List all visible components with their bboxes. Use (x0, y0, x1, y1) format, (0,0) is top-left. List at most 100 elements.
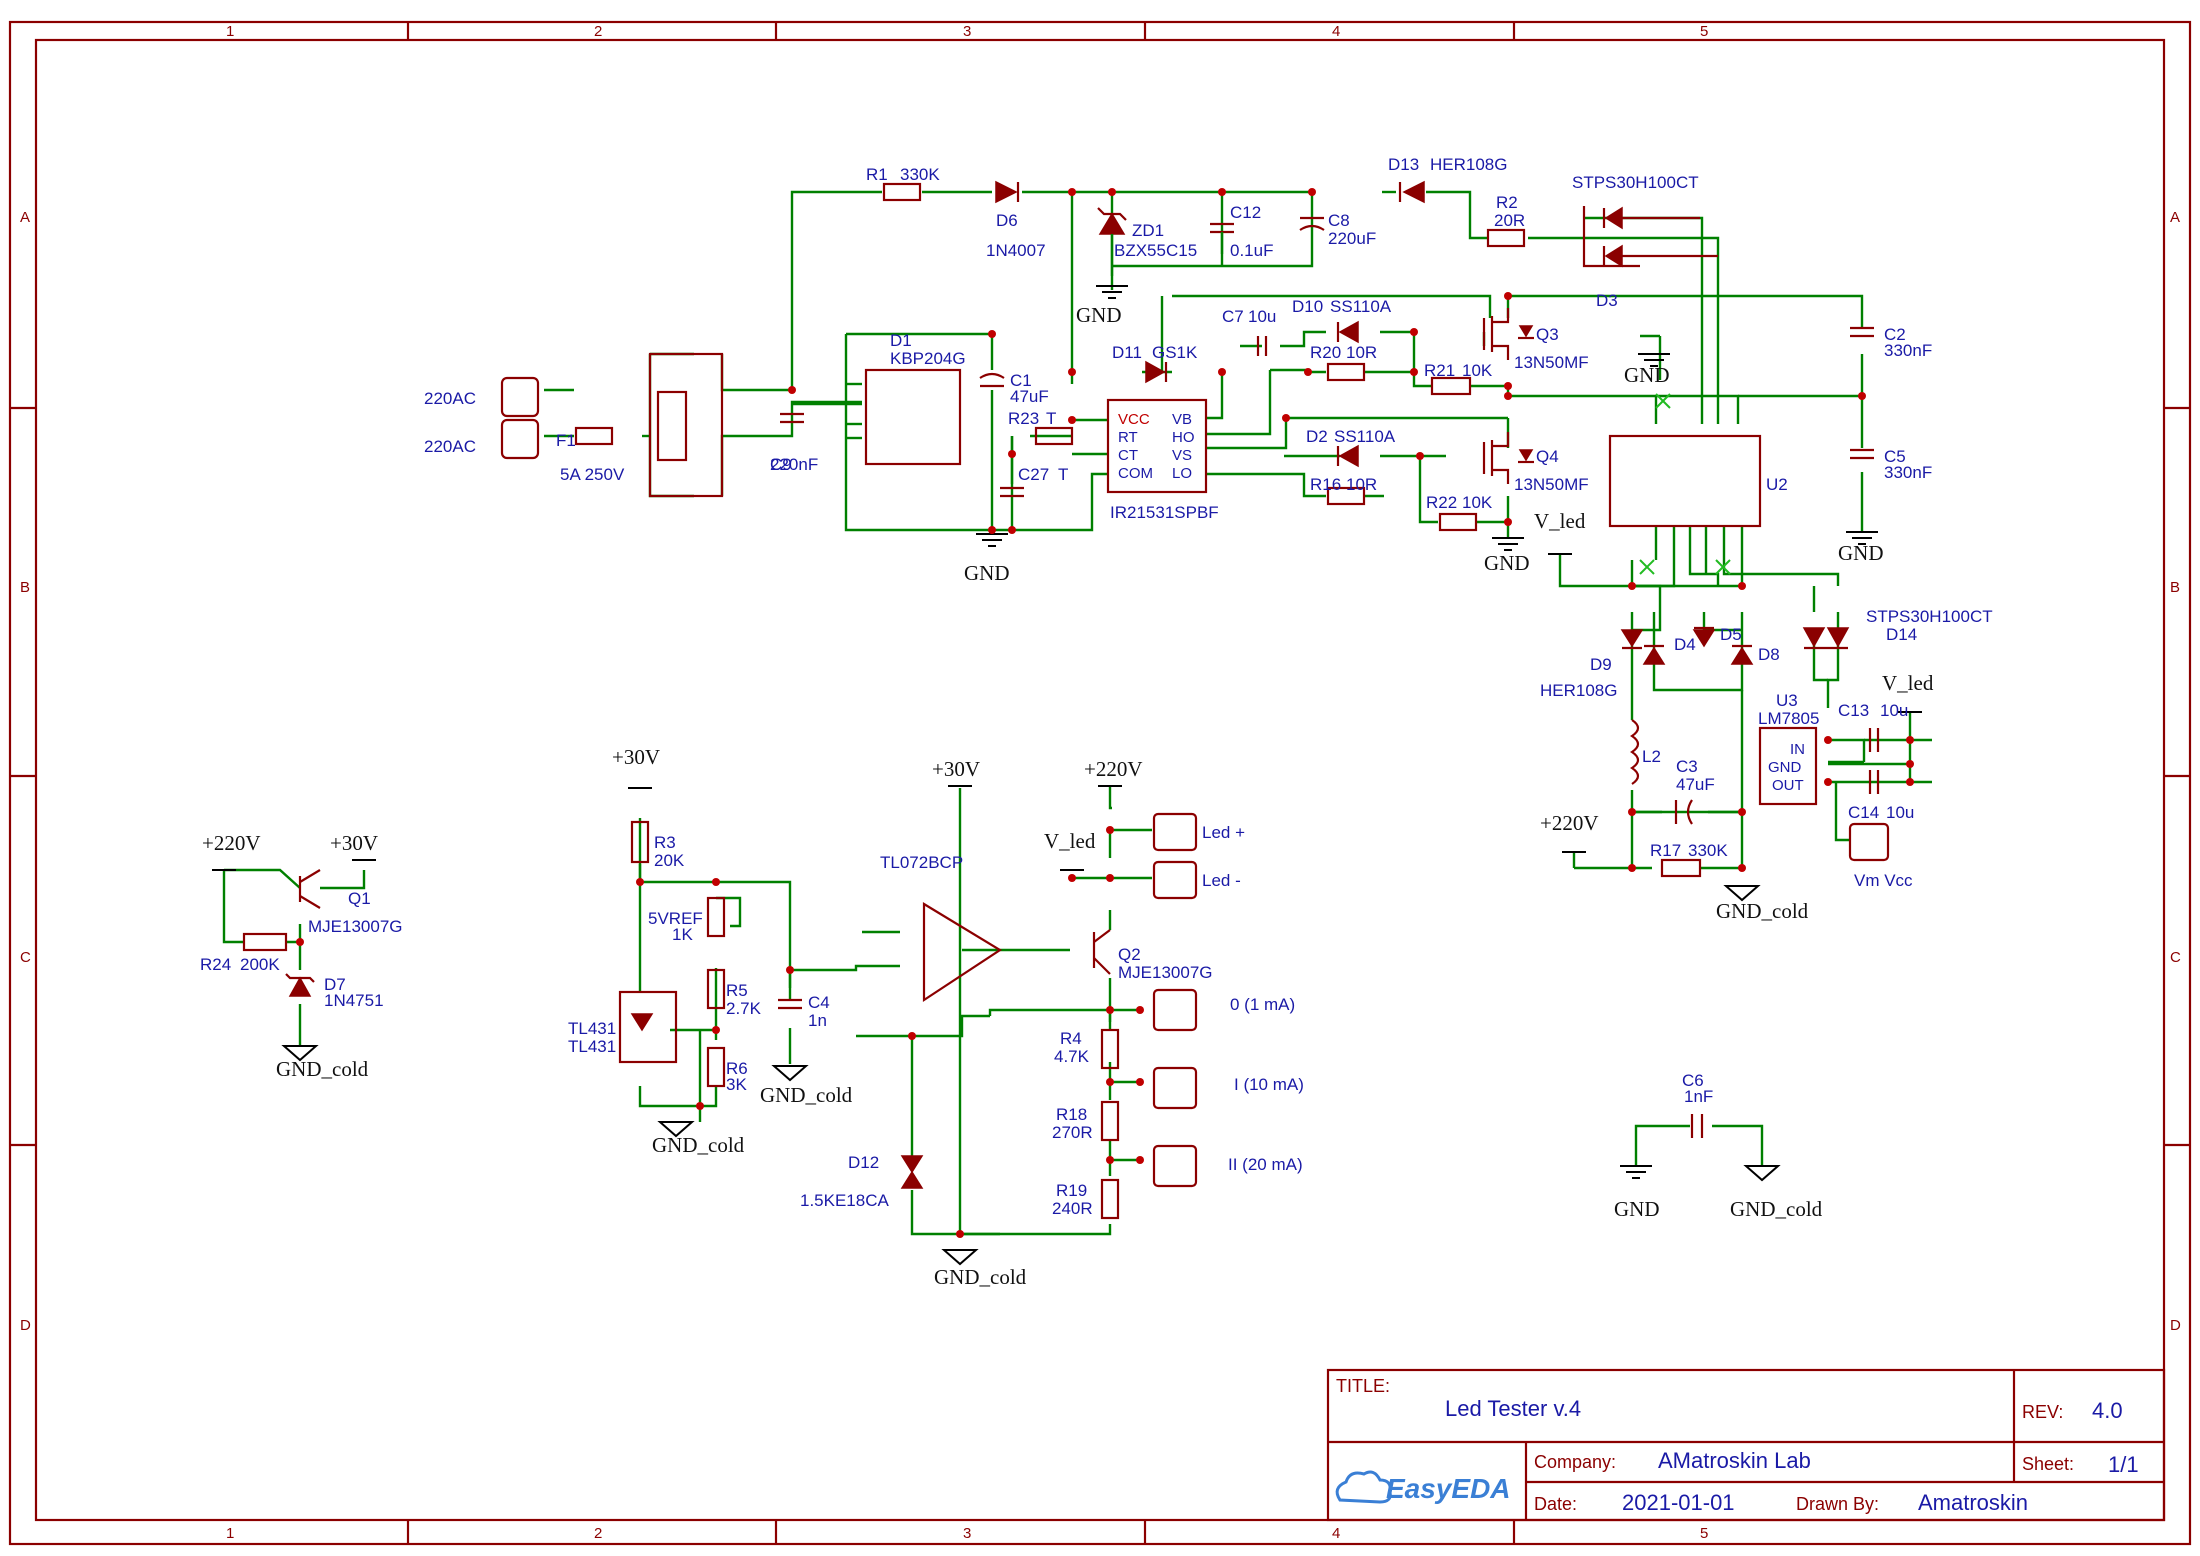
val-q2: MJE13007G (1118, 963, 1213, 982)
pin-gnd: GND (1768, 759, 1802, 776)
val-d7: 1N4751 (324, 991, 384, 1010)
col-label-1: 1 (226, 23, 234, 40)
ref-d2: D2 (1306, 427, 1328, 446)
company-value: AMatroskin Lab (1658, 1448, 1811, 1473)
net-vled: V_led (1534, 509, 1586, 533)
ref-vref: 5VREF (648, 909, 703, 928)
val-c12: 0.1uF (1230, 241, 1273, 260)
net-v220: +220V (202, 831, 261, 855)
val-c6: 1nF (1684, 1087, 1713, 1106)
pin-ct: CT (1118, 447, 1138, 464)
ref-r6: R6 (726, 1059, 748, 1078)
led-plus-connector (1152, 812, 1198, 852)
ref-c8: C8 (1328, 211, 1350, 230)
net-v220: +220V (1540, 811, 1599, 835)
val-r2: 20R (1494, 211, 1525, 230)
ref-c3: C3 (1676, 757, 1698, 776)
diode-d14 (1802, 627, 1826, 648)
gnd-cold-symbol (1743, 1165, 1781, 1182)
val-r1: 330K (900, 165, 940, 184)
title-label: TITLE: (1336, 1376, 1390, 1396)
resistor-r6 (706, 1046, 726, 1088)
val-d14: STPS30H100CT (1866, 607, 1993, 626)
ref-d8: D8 (1758, 645, 1780, 664)
title-value: Led Tester v.4 (1445, 1396, 1581, 1421)
gnd-symbol (1620, 1165, 1652, 1179)
ref-r3: R3 (654, 833, 676, 852)
diode-d9 (1620, 629, 1644, 648)
ref-c1: C1 (1010, 371, 1032, 390)
val-d13: HER108G (1430, 155, 1507, 174)
resistor-r24 (242, 932, 288, 952)
ac-connector-2 (500, 418, 540, 460)
ref-c27: C27 (1018, 465, 1049, 484)
pin-vs: VS (1172, 447, 1192, 464)
gnd-symbol (976, 533, 1008, 547)
net-v30: +30V (330, 831, 378, 855)
ref-d11: D11 (1112, 343, 1142, 362)
net-gnd-cold: GND_cold (1716, 899, 1809, 923)
net-gnd-cold: GND_cold (652, 1133, 745, 1157)
pin-out: OUT (1772, 777, 1804, 794)
ref-r2: R2 (1496, 193, 1518, 212)
zener-d7 (288, 976, 312, 997)
mosfet-q3 (1482, 308, 1534, 360)
gnd-cold-symbol (771, 1065, 809, 1082)
diode-d8 (1730, 646, 1754, 665)
easyeda-logo: EasyEDA (1335, 1470, 1511, 1504)
row-label-a-right: A (2170, 209, 2180, 226)
ref-r1: R1 (866, 165, 888, 184)
title-block: TITLE: Led Tester v.4 REV: 4.0 Company: … (1326, 1368, 2166, 1522)
ref-r24: R24 (200, 955, 231, 974)
diode-d2 (1338, 444, 1359, 468)
resistor-r3 (630, 820, 650, 864)
val-d12: 1.5KE18CA (800, 1191, 889, 1210)
date-value: 2021-01-01 (1622, 1490, 1735, 1515)
diode-d3 (1604, 206, 1623, 230)
val-r24: 200K (240, 955, 280, 974)
ref-q2: Q2 (1118, 945, 1141, 964)
val-q3: 13N50MF (1514, 353, 1589, 372)
ref-r22: R22 (1426, 493, 1457, 512)
ref-d14: D14 (1886, 625, 1917, 644)
ref-c6: C6 (1682, 1071, 1704, 1090)
ref-c4: C4 (808, 993, 830, 1012)
ref-r21: R21 (1424, 361, 1455, 380)
val-r6: 3K (726, 1075, 747, 1094)
row-label-c: C (20, 949, 31, 966)
logo-text: EasyEDA (1386, 1473, 1511, 1504)
val-r16: 10R (1346, 475, 1377, 494)
gnd-symbol (1638, 353, 1670, 367)
resistor-r22 (1438, 512, 1478, 532)
company-label: Company: (1534, 1452, 1616, 1472)
gnd-cold-symbol (941, 1249, 979, 1266)
net-v30: +30V (612, 745, 660, 769)
inductor-l2 (1630, 719, 1640, 785)
ref-d3: D3 (1596, 291, 1618, 310)
ref-d6: D6 (996, 211, 1018, 230)
row-label-c-right: C (2170, 949, 2181, 966)
ref-r23: R23 (1008, 409, 1039, 428)
row-label-b-right: B (2170, 579, 2180, 596)
ref-q4: Q4 (1536, 447, 1559, 466)
ref-opamp: TL072BCP (880, 853, 963, 872)
drawn-by-value: Amatroskin (1918, 1490, 2028, 1515)
val-r5: 2.7K (726, 999, 762, 1018)
val-d6: 1N4007 (986, 241, 1046, 260)
ref-d9: D9 (1590, 655, 1612, 674)
ref-d5: D5 (1720, 625, 1742, 644)
range-0-connector (1152, 988, 1198, 1032)
transistor-q2 (1092, 929, 1111, 975)
val-c14: 10u (1886, 803, 1914, 822)
ref-c7: C7 (1222, 307, 1244, 326)
row-label-d: D (20, 1317, 31, 1334)
ref-d7: D7 (324, 975, 346, 994)
val-c3: 47uF (1676, 775, 1715, 794)
ref-r18: R18 (1056, 1105, 1087, 1124)
resistor-r17 (1660, 858, 1702, 878)
fuse-f1 (574, 426, 614, 446)
net-gnd: GND (1614, 1197, 1660, 1221)
net-v30: +30V (932, 757, 980, 781)
val-d3: STPS30H100CT (1572, 173, 1699, 192)
